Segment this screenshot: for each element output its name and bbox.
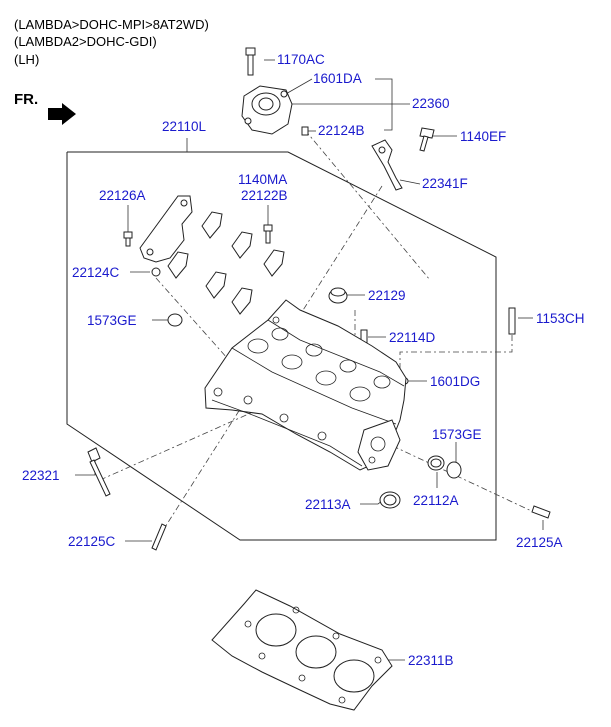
label-22360[interactable]: 22360 [412, 96, 450, 111]
front-direction-label: FR. [14, 91, 38, 108]
label-22129[interactable]: 22129 [368, 288, 406, 303]
plug-22124c-icon [151, 267, 161, 277]
model-line-1: (LAMBDA>DOHC-MPI>8AT2WD) [14, 17, 209, 32]
label-1601dg[interactable]: 1601DG [430, 374, 480, 389]
label-22311b[interactable]: 22311B [408, 653, 454, 668]
head-gasket-22311b-icon [211, 589, 393, 711]
cam-cap-22126a-icon [139, 195, 193, 263]
valve-housing-22360-icon [241, 85, 293, 135]
label-22125c[interactable]: 22125C [68, 534, 116, 549]
plug-1573ge-left-icon [167, 313, 183, 327]
seal-22112a-icon [427, 455, 445, 471]
label-22113a[interactable]: 22113A [305, 497, 351, 512]
cam-cap-icon [167, 211, 285, 315]
label-22112a[interactable]: 22112A [413, 493, 459, 508]
plug-22124b-icon [301, 126, 309, 136]
front-arrow-icon [48, 103, 76, 125]
label-22110l[interactable]: 22110L [162, 119, 207, 134]
stud-1153ch-icon [508, 307, 516, 335]
label-1601da[interactable]: 1601DA [313, 71, 362, 86]
label-22321[interactable]: 22321 [22, 468, 60, 483]
label-1573ge-right[interactable]: 1573GE [432, 427, 482, 442]
bolt-22122b-icon [263, 224, 273, 244]
bolt-1140ef-icon [419, 127, 435, 152]
label-22124c[interactable]: 22124C [72, 265, 120, 280]
cap-22129-icon [328, 287, 348, 304]
stud-22125a-icon [531, 505, 551, 519]
label-22126a[interactable]: 22126A [99, 188, 146, 203]
plug-1573ge-right-icon [446, 461, 462, 479]
assembly-frame [66, 151, 497, 541]
label-1140ef[interactable]: 1140EF [460, 129, 506, 144]
label-1153ch[interactable]: 1153CH [536, 311, 585, 326]
label-22124b[interactable]: 22124B [318, 123, 365, 138]
label-22341f[interactable]: 22341F [422, 176, 468, 191]
model-line-2: (LAMBDA2>DOHC-GDI) [14, 34, 157, 49]
label-22122b[interactable]: 22122B [241, 188, 288, 203]
label-22125a[interactable]: 22125A [516, 535, 563, 550]
stud-22125c-icon [151, 523, 167, 551]
label-1573ge-left[interactable]: 1573GE [87, 313, 137, 328]
model-line-3: (LH) [14, 52, 39, 67]
label-1140ma[interactable]: 1140MA [238, 172, 287, 187]
cylinder-head-22110l-icon [204, 299, 407, 471]
seal-22113a-icon [379, 491, 401, 509]
label-22114d[interactable]: 22114D [389, 330, 436, 345]
label-1170ac[interactable]: 1170AC [277, 52, 325, 67]
head-bolt-22321-icon [87, 447, 111, 497]
bolt-1170ac-icon [245, 47, 256, 76]
bolt-22126a-icon [123, 231, 133, 247]
hanger-bracket-22341f-icon [371, 139, 403, 191]
